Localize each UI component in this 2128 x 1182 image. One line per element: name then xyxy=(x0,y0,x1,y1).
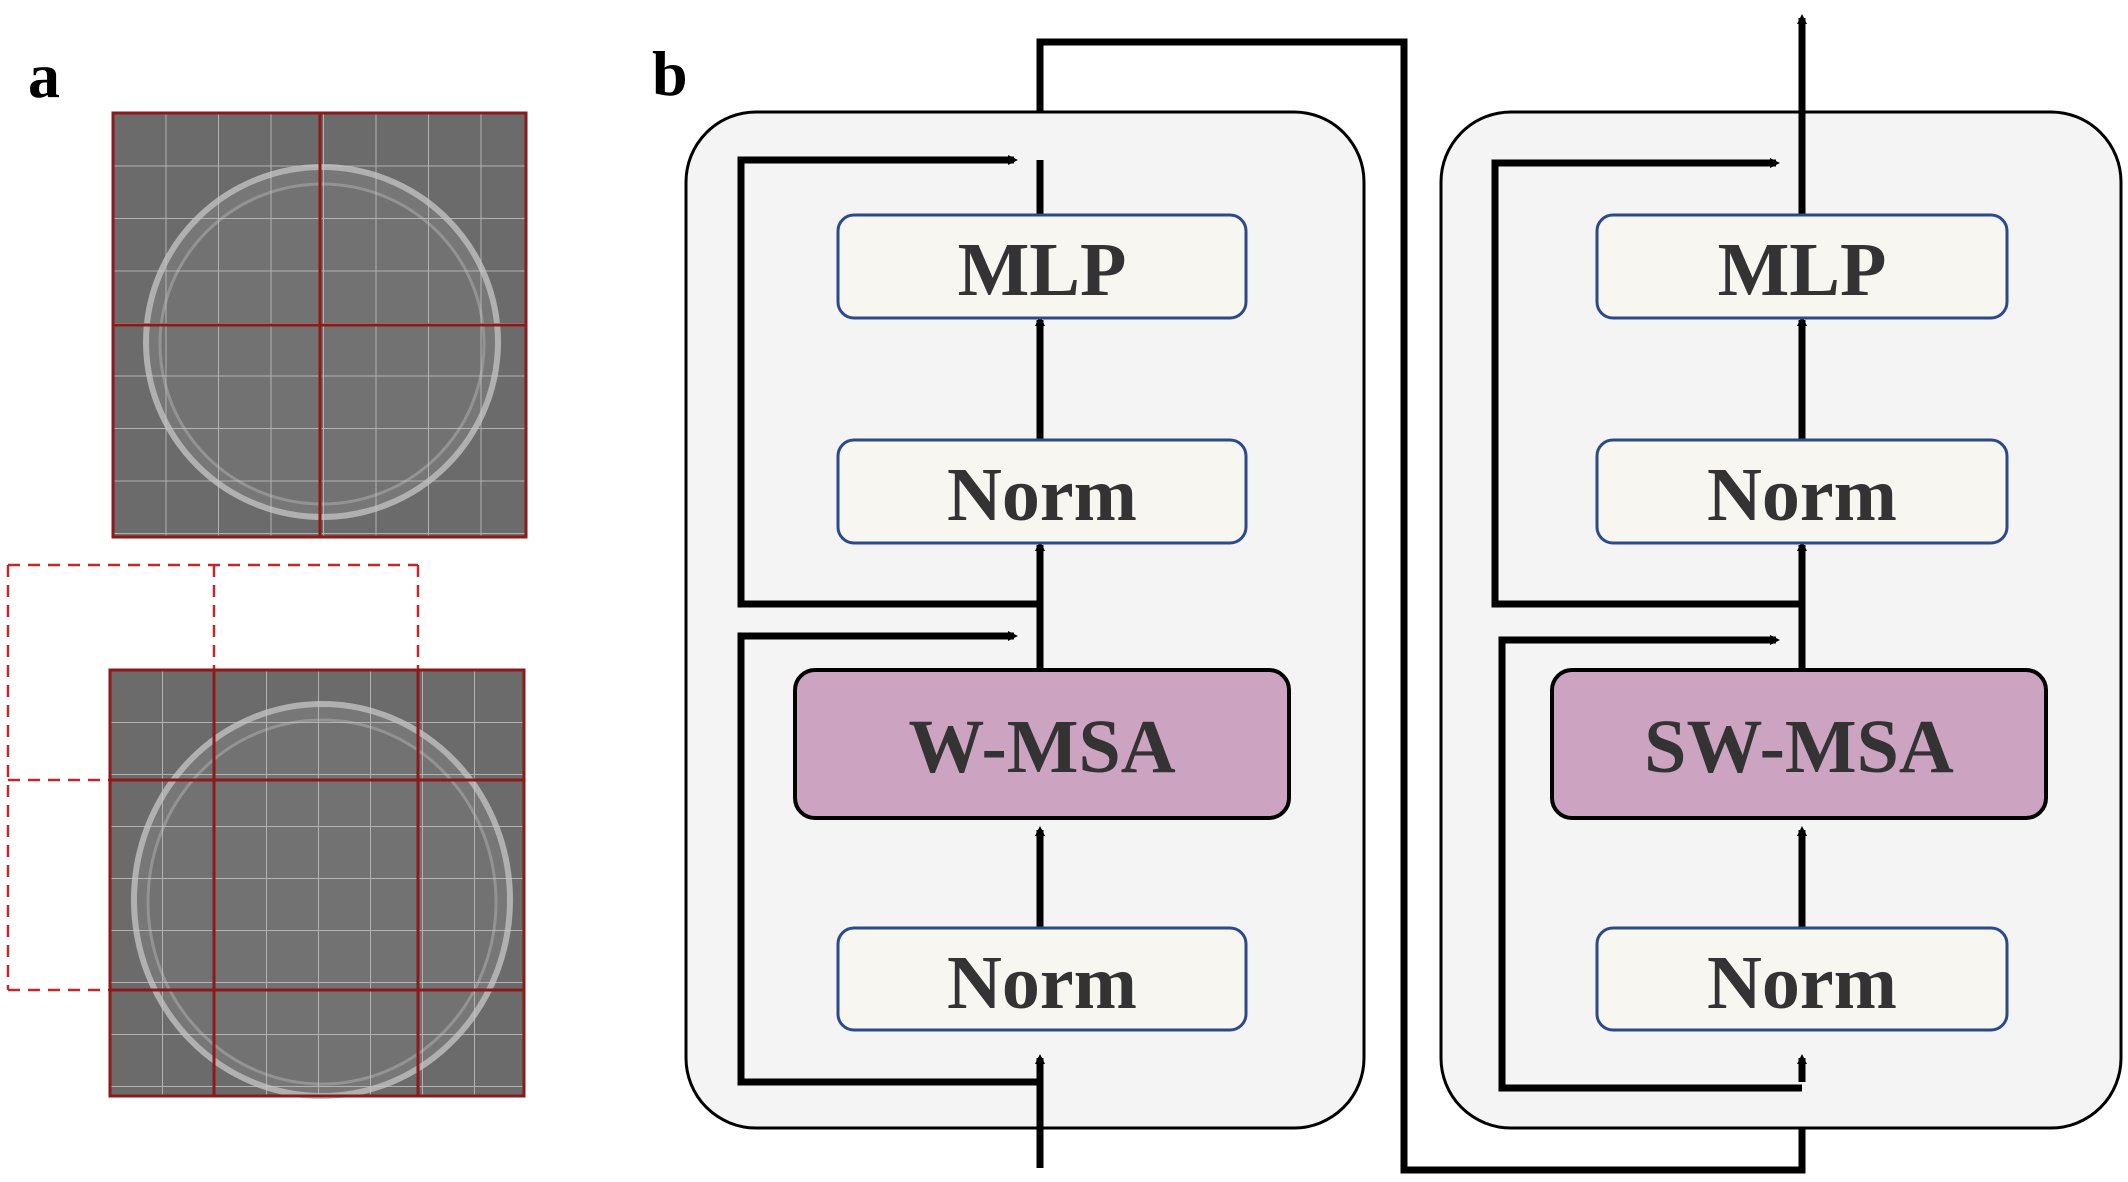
right-attention-label: SW-MSA xyxy=(1644,705,1954,789)
right-mlp-box xyxy=(1595,213,2009,320)
left-norm-bottom-box xyxy=(836,926,1248,1032)
right-norm-bottom-box xyxy=(1595,926,2009,1032)
left-norm-top-box xyxy=(836,438,1248,545)
block-connector xyxy=(1036,38,1806,1174)
swin-block-left: MLP Norm W-MSA Norm xyxy=(684,110,1366,1168)
swin-block-right: MLP Norm SW-MSA Norm xyxy=(1439,14,2123,1130)
right-norm-top-label: Norm xyxy=(1707,453,1897,537)
shifted-window-partition xyxy=(6,563,526,1099)
right-mlp-label: MLP xyxy=(1718,228,1887,312)
right-norm-top-box xyxy=(1595,438,2009,545)
right-attention-box xyxy=(1550,668,2048,820)
panel-a-label: a xyxy=(28,40,60,111)
left-norm-bottom-label: Norm xyxy=(947,941,1137,1025)
right-norm-bottom-label: Norm xyxy=(1707,941,1897,1025)
regular-window-partition xyxy=(111,111,528,539)
left-mlp-label: MLP xyxy=(958,228,1127,312)
left-mlp-box xyxy=(836,213,1248,320)
left-attention-box xyxy=(793,668,1291,820)
left-norm-top-label: Norm xyxy=(947,453,1137,537)
panel-b-label: b xyxy=(652,38,688,109)
left-attention-label: W-MSA xyxy=(908,705,1175,789)
